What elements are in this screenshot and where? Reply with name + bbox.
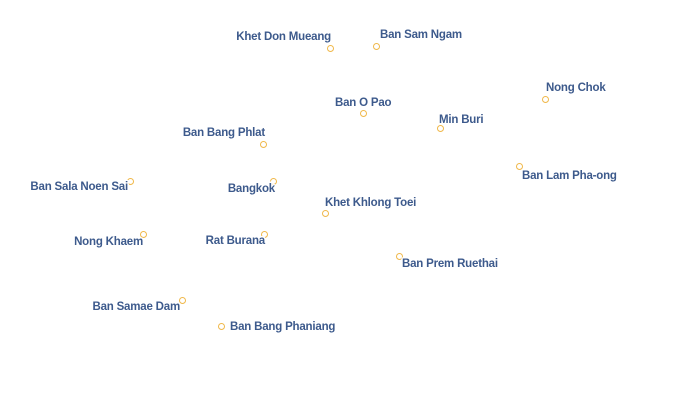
place-label[interactable]: Khet Khlong Toei — [325, 197, 417, 209]
place-marker-icon[interactable] — [321, 209, 329, 217]
place-label[interactable]: Nong Chok — [546, 82, 606, 94]
place-marker-icon[interactable] — [259, 140, 267, 148]
place-marker-icon[interactable] — [436, 124, 444, 132]
place-marker-icon[interactable] — [269, 177, 277, 185]
place-marker-icon[interactable] — [372, 42, 380, 50]
place-label[interactable]: Ban Sala Noen Sai — [30, 181, 128, 193]
place-label[interactable]: Ban Sam Ngam — [380, 29, 462, 41]
place-label[interactable]: Ban Bang Phaniang — [230, 321, 336, 333]
place-label[interactable]: Ban Lam Pha-ong — [522, 170, 617, 182]
place-marker-icon[interactable] — [541, 95, 549, 103]
place-label[interactable]: Rat Burana — [205, 235, 266, 247]
place-marker-icon[interactable] — [326, 44, 334, 52]
place-label[interactable]: Ban O Pao — [335, 97, 392, 109]
place-marker-icon[interactable] — [178, 296, 186, 304]
place-marker-icon[interactable] — [359, 109, 367, 117]
place-marker-icon[interactable] — [395, 252, 403, 260]
place-marker-icon[interactable] — [260, 230, 268, 238]
place-label[interactable]: Ban Prem Ruethai — [402, 258, 498, 270]
place-label[interactable]: Ban Bang Phlat — [182, 127, 265, 139]
place-marker-icon[interactable] — [515, 162, 523, 170]
place-marker-icon[interactable] — [126, 177, 134, 185]
place-label[interactable]: Nong Khaem — [74, 236, 143, 248]
place-label[interactable]: Min Buri — [439, 114, 484, 126]
place-marker-icon[interactable] — [217, 322, 225, 330]
place-marker-icon[interactable] — [139, 230, 147, 238]
place-label[interactable]: Khet Don Mueang — [236, 31, 331, 43]
place-label[interactable]: Ban Samae Dam — [92, 301, 180, 313]
place-label[interactable]: Bangkok — [227, 183, 275, 195]
